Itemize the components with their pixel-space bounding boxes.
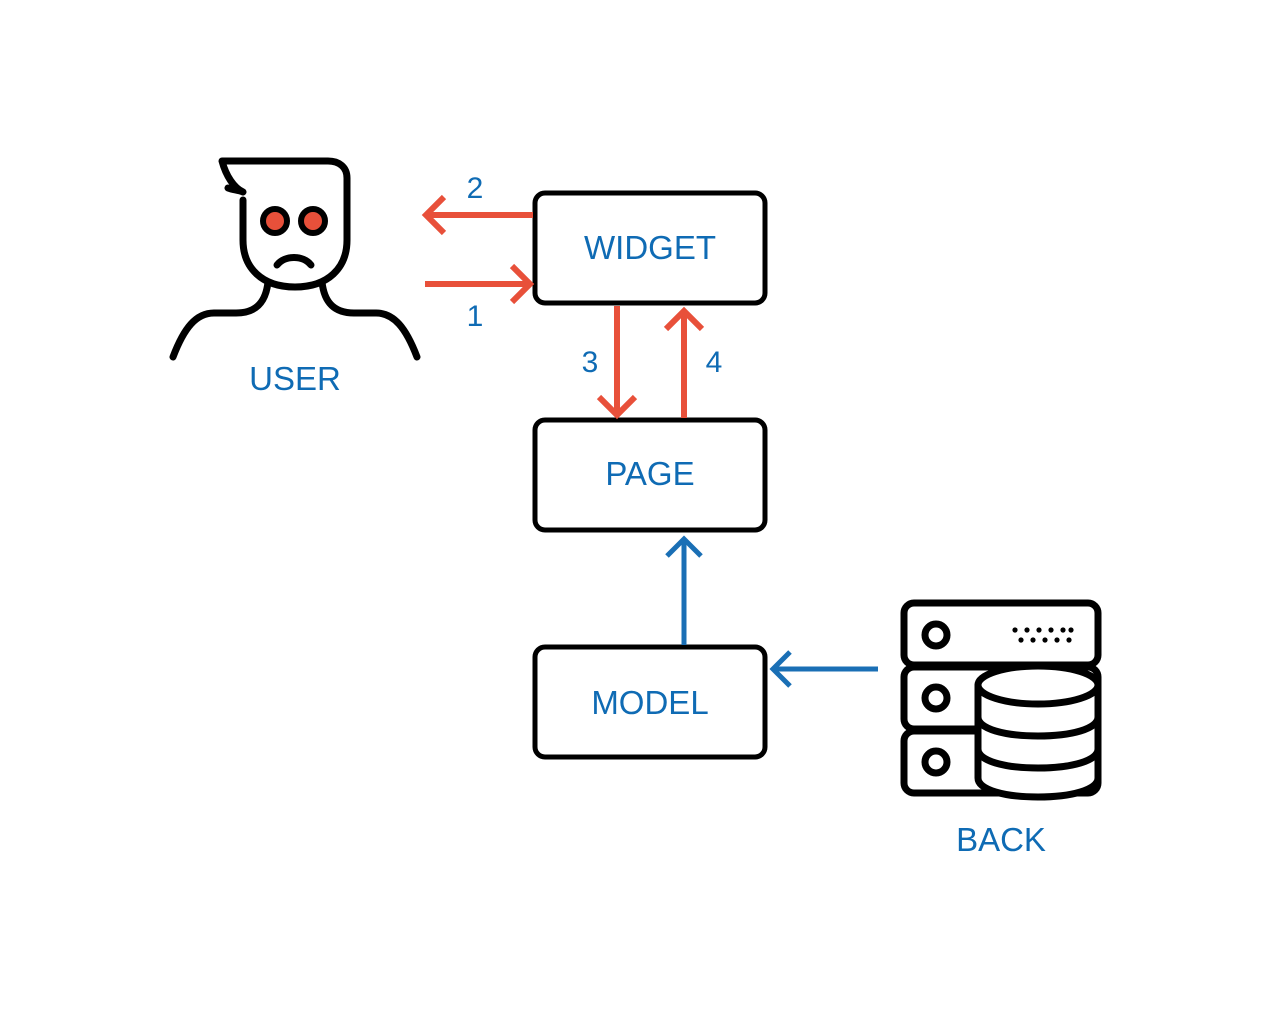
edge-label-4: 4 <box>706 346 723 379</box>
model-box <box>532 644 768 760</box>
widget-label: WIDGET <box>584 229 716 266</box>
model-node: MODEL <box>532 644 768 760</box>
page-node: PAGE <box>532 417 768 533</box>
user-eyes <box>260 206 328 236</box>
edge-label-2: 2 <box>467 172 484 205</box>
left-eye <box>260 206 290 236</box>
edge-label-3: 3 <box>582 346 599 379</box>
server-database-icon <box>900 599 1102 801</box>
user-icon <box>169 157 421 361</box>
server-vent-dots <box>1012 627 1074 643</box>
page-box <box>532 417 768 533</box>
widget-box <box>532 190 768 306</box>
edge-label-1: 1 <box>467 300 484 333</box>
arrow-widget-to-page <box>596 306 638 420</box>
widget-node: WIDGET <box>532 190 768 306</box>
arrow-page-to-widget <box>663 306 705 418</box>
page-label: PAGE <box>605 455 694 492</box>
user-label: USER <box>249 360 341 397</box>
model-label: MODEL <box>591 684 708 721</box>
back-label: BACK <box>956 821 1046 858</box>
right-eye <box>298 206 328 236</box>
arrow-user-to-widget <box>425 263 535 305</box>
arrow-model-to-page <box>665 535 703 645</box>
arrow-widget-to-user <box>421 194 533 236</box>
arrow-back-to-model <box>769 650 878 688</box>
